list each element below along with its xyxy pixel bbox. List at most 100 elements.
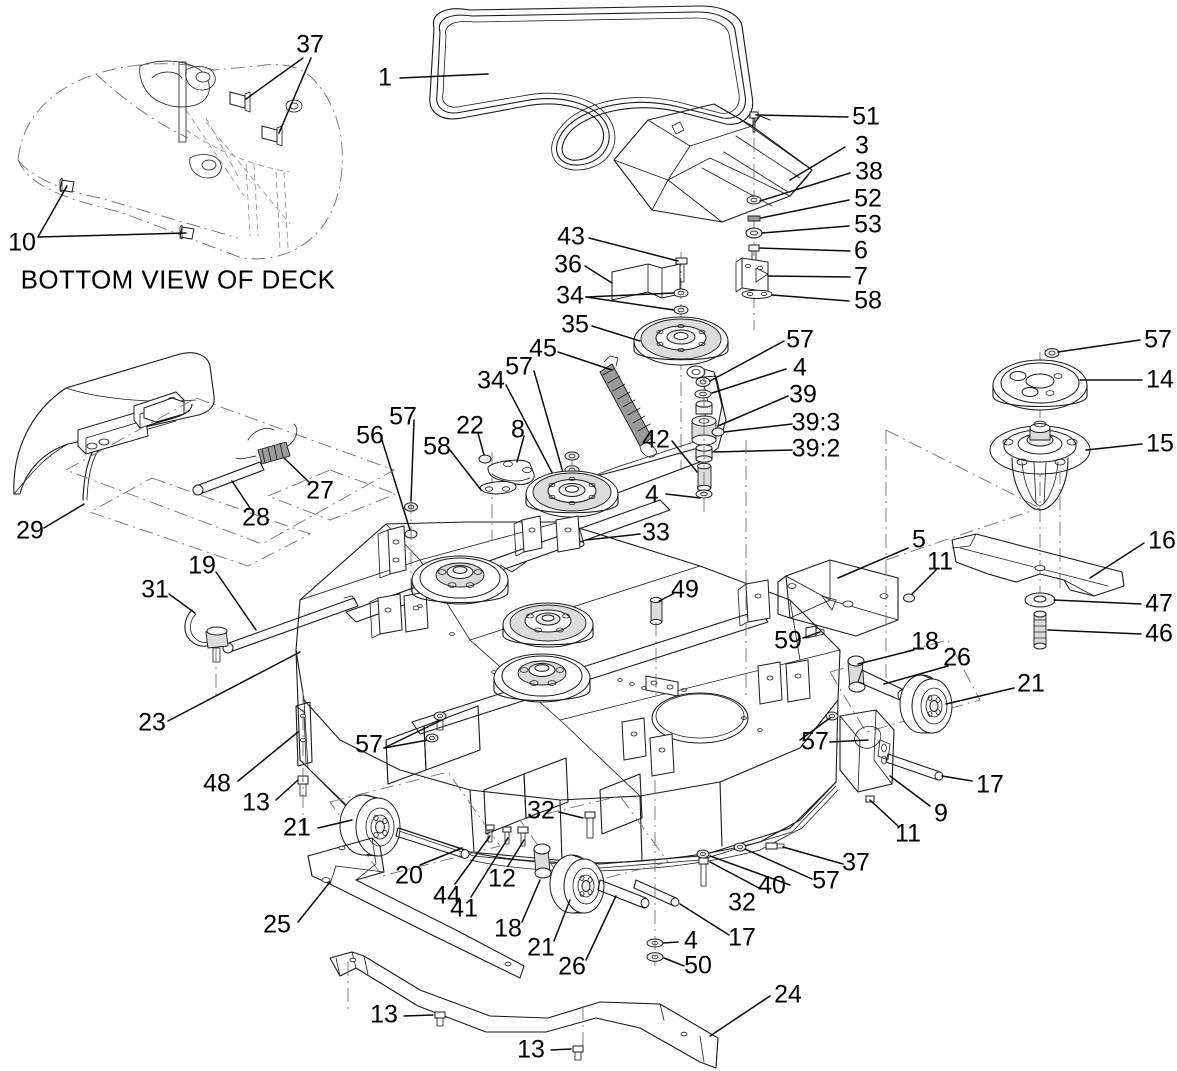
callout-21-bottom: 21 [527, 933, 555, 962]
callout-25: 25 [263, 910, 291, 939]
callout-31: 31 [141, 575, 169, 604]
bolt-6 [748, 244, 760, 263]
callout-58-upper: 58 [854, 286, 882, 315]
callout-40: 40 [758, 871, 786, 900]
washer-34b [673, 305, 689, 315]
callout-13-skirt-left: 13 [370, 1000, 398, 1029]
callout-29: 29 [16, 516, 44, 545]
callout-32-right: 32 [728, 888, 756, 917]
front-crossmember-25 [297, 837, 525, 979]
bushing-39-2a [695, 400, 713, 415]
callout-56: 56 [356, 421, 384, 450]
bolt-51 [749, 111, 759, 133]
callout-5: 5 [912, 525, 926, 554]
anti-scalp-skirt-24 [329, 951, 771, 1069]
item-49 [650, 593, 674, 700]
callout-32-left: 32 [527, 796, 555, 825]
bracket-8-assembly [380, 419, 535, 616]
deflector-assembly [13, 352, 398, 722]
extension-spring-45 [599, 355, 657, 458]
fasteners-57f-group [425, 711, 447, 743]
bolt-32b [698, 857, 709, 887]
bracket-48 [237, 690, 313, 830]
discharge-chute [613, 103, 813, 223]
callout-57-rear: 57 [812, 866, 840, 895]
washer-34c [564, 451, 580, 461]
callout-26-bottom: 26 [558, 952, 586, 981]
bolt-13b [434, 1011, 446, 1027]
callout-8: 8 [511, 415, 525, 444]
callout-3: 3 [855, 131, 869, 160]
callout-15: 15 [1146, 429, 1174, 458]
fastener-44 [485, 824, 495, 843]
nut-22 [478, 454, 492, 464]
nut-53 [745, 227, 763, 239]
callout-58-lower: 58 [423, 432, 451, 461]
callout-13-left: 13 [242, 788, 270, 817]
callout-49: 49 [671, 575, 699, 604]
callout-34-lower: 34 [477, 366, 505, 395]
callout-14: 14 [1146, 365, 1174, 394]
nut-57a [695, 377, 711, 387]
callout-17-bottom: 17 [728, 923, 756, 952]
deck-mounted-spindles [411, 555, 594, 703]
callout-24: 24 [774, 980, 802, 1009]
axle-26b [597, 879, 650, 909]
wheel-21b [339, 794, 401, 857]
callout-27: 27 [306, 476, 334, 505]
view-title-bottom-view: BOTTOM VIEW OF DECK [20, 264, 336, 295]
spindle-mounted-1 [411, 555, 509, 605]
hose-fitting-31 [184, 609, 229, 700]
bolt-32a [584, 811, 596, 839]
callout-11-lower: 11 [895, 819, 921, 848]
callout-37-rear: 37 [842, 848, 870, 877]
blade-washer-47 [1024, 592, 1056, 608]
callout-53: 53 [854, 210, 882, 239]
torsion-spring-27 [235, 423, 298, 465]
idler-pulley-lower [525, 451, 641, 549]
callout-57-deck-front: 57 [355, 730, 383, 759]
callout-38: 38 [855, 157, 883, 186]
plate-58 [741, 289, 773, 299]
callout-36: 36 [554, 250, 582, 279]
callout-48: 48 [203, 769, 231, 798]
callout-1: 1 [378, 63, 392, 92]
callout-35: 35 [561, 310, 589, 339]
fastener-37-upper [229, 91, 251, 113]
callout-37: 37 [296, 30, 324, 59]
callout-21-right: 21 [1017, 669, 1045, 698]
spacer-52 [747, 215, 761, 222]
spindle-mounted-3 [493, 653, 591, 703]
callout-18-right: 18 [911, 627, 939, 656]
callout-21-left: 21 [283, 813, 311, 842]
callout-39: 39 [789, 380, 817, 409]
fastener-41 [502, 826, 512, 845]
callout-51: 51 [852, 102, 880, 131]
washer-4a [694, 389, 712, 399]
callout-34-upper: 34 [556, 281, 584, 310]
callout-42: 42 [642, 425, 670, 454]
deck-brackets [369, 515, 811, 777]
washer-34a [673, 288, 689, 298]
bushing-18b [533, 843, 552, 879]
axle-20 [395, 827, 470, 859]
callout-22: 22 [456, 411, 484, 440]
nut-39-3 [711, 427, 725, 437]
callout-33: 33 [642, 518, 670, 547]
callout-4-upper: 4 [793, 353, 807, 382]
callout-50: 50 [684, 951, 712, 980]
bracket-5-assembly [777, 547, 937, 639]
spacer-42 [697, 462, 712, 492]
callout-11-upper: 11 [927, 547, 953, 576]
lower-right-fasteners [383, 717, 844, 967]
callout-7: 7 [854, 262, 868, 291]
washer-38 [746, 195, 762, 205]
idler-hardware-column [691, 368, 725, 512]
callout-18-bottom: 18 [494, 914, 522, 943]
callout-39-3: 39:3 [791, 408, 841, 437]
bushing-18a [847, 655, 866, 693]
nut-57d [1044, 348, 1060, 358]
fastener-12 [517, 826, 529, 847]
